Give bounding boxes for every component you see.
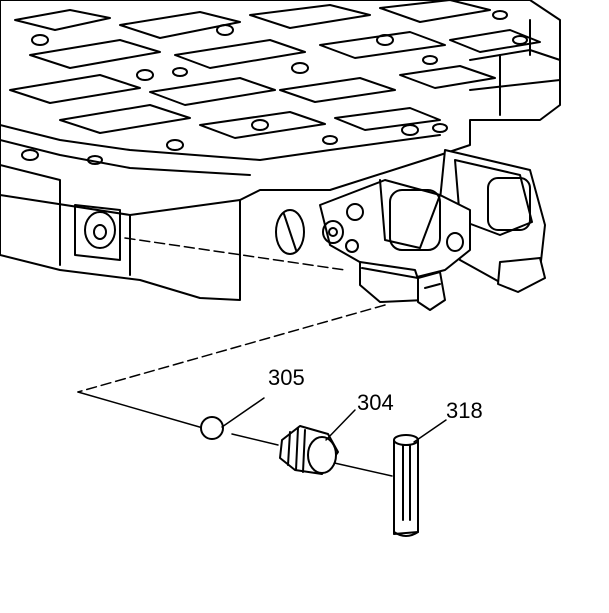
callout-305: 305 <box>268 365 305 390</box>
check-ball-305 <box>200 416 224 440</box>
roll-pin-318 <box>393 434 419 537</box>
plug-304 <box>279 425 339 475</box>
exploded-assembly-lines <box>77 237 393 477</box>
callout-318: 318 <box>446 398 483 423</box>
leader-lines <box>221 397 447 443</box>
solenoid-assembly <box>319 149 546 311</box>
valve-body <box>0 0 561 301</box>
callout-304: 304 <box>357 390 394 415</box>
